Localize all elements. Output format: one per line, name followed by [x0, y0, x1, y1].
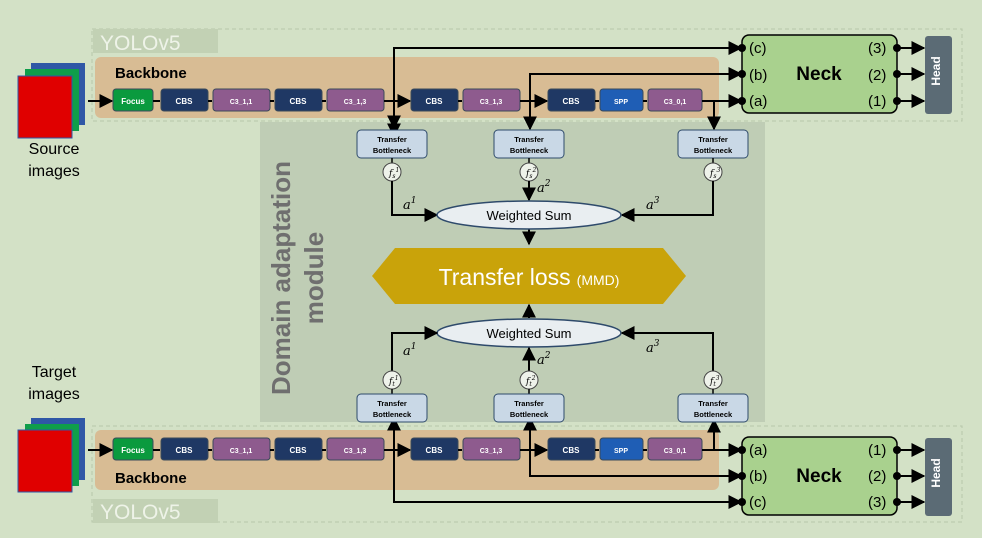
svg-text:CBS: CBS	[563, 446, 581, 455]
svg-text:fs3: fs3	[709, 167, 720, 180]
svg-text:Transfer: Transfer	[514, 135, 544, 144]
source-images-label-2: images	[28, 163, 80, 180]
alpha-2-bottom: a2	[537, 351, 551, 368]
transfer-bottleneck-bottom-2	[493, 393, 565, 423]
svg-text:(1): (1)	[868, 93, 886, 110]
yolo-label-bg-top	[93, 29, 218, 53]
target-images-label-1: Target	[32, 364, 77, 381]
yolo-label-top: YOLOv5	[100, 32, 181, 55]
svg-text:Bottleneck: Bottleneck	[373, 146, 412, 155]
svg-text:fs2: fs2	[525, 167, 536, 180]
svg-text:Weighted Sum: Weighted Sum	[486, 208, 571, 223]
svg-text:CBS: CBS	[176, 97, 194, 106]
svg-text:C3_1,1: C3_1,1	[230, 99, 253, 106]
svg-text:Bottleneck: Bottleneck	[510, 410, 549, 419]
svg-text:(3): (3)	[868, 40, 886, 57]
svg-text:C3_1,3: C3_1,3	[344, 99, 367, 106]
transfer-bottleneck-bottom-1	[356, 393, 428, 423]
transfer-loss-block	[372, 248, 686, 304]
yolo-label-bottom: YOLOv5	[100, 501, 181, 524]
svg-text:ft1: ft1	[388, 375, 399, 388]
top-feature-routes	[387, 41, 743, 138]
target-images-label-2: images	[28, 386, 80, 403]
svg-text:Transfer: Transfer	[698, 135, 728, 144]
domain-module-subtitle: module	[299, 232, 329, 324]
neck-label-top: Neck	[796, 64, 842, 85]
svg-text:Transfer: Transfer	[377, 135, 407, 144]
svg-text:(2): (2)	[868, 468, 886, 485]
svg-text:CBS: CBS	[176, 446, 194, 455]
svg-text:(1): (1)	[868, 442, 886, 459]
bottom-feature-routes	[387, 416, 743, 509]
head-label-bottom: Head	[929, 458, 943, 487]
svg-text:ft2: ft2	[525, 375, 536, 388]
svg-text:CBS: CBS	[290, 446, 308, 455]
alpha-3-top: a3	[646, 196, 660, 213]
svg-text:Weighted Sum: Weighted Sum	[486, 326, 571, 341]
svg-text:Transfer: Transfer	[698, 399, 728, 408]
svg-text:Bottleneck: Bottleneck	[510, 146, 549, 155]
svg-text:(c): (c)	[749, 494, 767, 511]
alpha-1-top: a1	[403, 196, 417, 213]
svg-text:C3_1,1: C3_1,1	[230, 448, 253, 455]
bottom-weight-arrows	[391, 326, 714, 371]
weighted-sum-top	[436, 200, 622, 230]
head-block-top	[925, 36, 952, 114]
svg-text:C3_1,3: C3_1,3	[480, 448, 503, 455]
svg-text:(a): (a)	[749, 93, 767, 110]
alpha-2-top: a2	[537, 179, 551, 196]
svg-text:Bottleneck: Bottleneck	[694, 410, 733, 419]
transfer-loss-label: Transfer loss(MMD)	[439, 264, 620, 290]
svg-text:SPP: SPP	[614, 99, 628, 106]
alpha-1-bottom: a1	[403, 342, 417, 359]
backbone-label-top: Backbone	[115, 65, 187, 82]
svg-text:(c): (c)	[749, 40, 767, 57]
source-images-icon	[17, 63, 85, 139]
neck-label-bottom: Neck	[796, 466, 842, 487]
svg-text:Transfer: Transfer	[514, 399, 544, 408]
svg-text:fs1: fs1	[388, 167, 399, 180]
transfer-bottlenecks-bottom: Transfer Bottleneck Transfer Bottleneck …	[356, 393, 749, 423]
svg-text:C3_1,3: C3_1,3	[480, 99, 503, 106]
transfer-bottlenecks-top: Transfer Bottleneck Transfer Bottleneck …	[356, 129, 749, 159]
alpha-3-bottom: a3	[646, 339, 660, 356]
yolo-label-bg-bottom	[93, 499, 218, 523]
target-images-icon	[17, 418, 85, 493]
svg-text:CBS: CBS	[426, 97, 444, 106]
svg-text:(b): (b)	[749, 468, 767, 485]
svg-text:ft3: ft3	[709, 375, 720, 388]
svg-text:C3_0,1: C3_0,1	[664, 448, 687, 455]
source-images-label-1: Source	[29, 141, 80, 158]
domain-module-title: Domain adaptation	[266, 161, 296, 395]
svg-text:(a): (a)	[749, 442, 767, 459]
top-weight-arrows	[391, 181, 714, 246]
svg-text:Bottleneck: Bottleneck	[694, 146, 733, 155]
transfer-bottleneck-bottom-3	[677, 393, 749, 423]
svg-text:CBS: CBS	[563, 97, 581, 106]
svg-text:Bottleneck: Bottleneck	[373, 410, 412, 419]
svg-text:(b): (b)	[749, 67, 767, 84]
svg-text:(2): (2)	[868, 67, 886, 84]
svg-text:Focus: Focus	[121, 97, 145, 106]
head-block-bottom	[925, 438, 952, 516]
svg-text:SPP: SPP	[614, 448, 628, 455]
svg-text:CBS: CBS	[290, 97, 308, 106]
backbone-label-bottom: Backbone	[115, 470, 187, 487]
svg-text:Transfer: Transfer	[377, 399, 407, 408]
svg-text:CBS: CBS	[426, 446, 444, 455]
svg-text:C3_0,1: C3_0,1	[664, 99, 687, 106]
head-label-top: Head	[929, 56, 943, 85]
svg-text:C3_1,3: C3_1,3	[344, 448, 367, 455]
svg-text:Focus: Focus	[121, 446, 145, 455]
svg-text:(3): (3)	[868, 494, 886, 511]
feature-nodes-target: ft1 ft2 ft3	[382, 370, 723, 395]
